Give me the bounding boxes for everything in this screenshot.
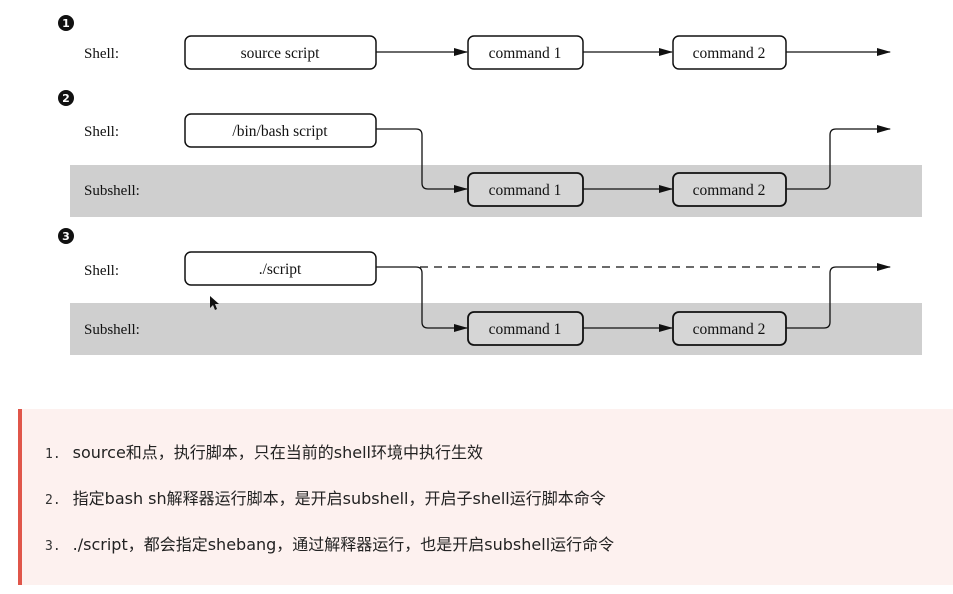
subshell-label: Subshell: bbox=[84, 183, 140, 199]
flow-arrow bbox=[786, 263, 891, 329]
mouse-cursor-icon bbox=[210, 296, 219, 310]
note-text: ./script，都会指定shebang，通过解释器运行，也是开启subshel… bbox=[72, 535, 615, 554]
command-box-label: command 2 bbox=[693, 182, 766, 199]
shell-label: Shell: bbox=[84, 263, 119, 279]
svg-text:1: 1 bbox=[62, 17, 70, 30]
note-item: 1. source和点，执行脚本，只在当前的shell环境中执行生效 bbox=[45, 439, 483, 463]
note-number: 2. bbox=[45, 493, 61, 508]
command-box-label: command 2 bbox=[693, 321, 766, 338]
svg-text:3: 3 bbox=[62, 230, 70, 243]
shell-execution-diagram: 1 Shell: source script command 1 command… bbox=[58, 15, 922, 355]
note-text: source和点，执行脚本，只在当前的shell环境中执行生效 bbox=[72, 443, 484, 462]
command-box-label: command 1 bbox=[489, 321, 562, 338]
shell-label: Shell: bbox=[84, 46, 119, 62]
script-box bbox=[184, 251, 377, 286]
scenario-number-badge: 2 bbox=[58, 90, 74, 106]
note-number: 1. bbox=[45, 447, 61, 462]
note-text: 指定bash sh解释器运行脚本，是开启subshell，开启子shell运行脚… bbox=[72, 489, 606, 508]
flow-arrow bbox=[376, 266, 468, 332]
command-box-label: command 2 bbox=[693, 45, 766, 62]
subshell-label: Subshell: bbox=[84, 322, 140, 338]
script-box-label: /bin/bash script bbox=[232, 123, 328, 140]
note-item: 3. ./script，都会指定shebang，通过解释器运行，也是开启subsh… bbox=[45, 531, 614, 555]
scenario-number-badge: 3 bbox=[58, 228, 74, 244]
note-item: 2. 指定bash sh解释器运行脚本，是开启subshell，开启子shell运… bbox=[45, 485, 606, 509]
command-box-label: command 1 bbox=[489, 182, 562, 199]
svg-text:2: 2 bbox=[62, 92, 70, 105]
flow-arrow bbox=[376, 128, 468, 193]
script-box bbox=[184, 113, 377, 148]
scenario-2: 2 Shell: Subshell: /bin/bash script comm… bbox=[58, 90, 891, 207]
script-box-label: ./script bbox=[259, 261, 302, 278]
scenario-3: 3 Shell: Subshell: ./script command 1 co… bbox=[58, 228, 891, 346]
note-number: 3. bbox=[45, 539, 61, 554]
scenario-1: 1 Shell: source script command 1 command… bbox=[58, 15, 891, 70]
shell-label: Shell: bbox=[84, 124, 119, 140]
notes-callout: 1. source和点，执行脚本，只在当前的shell环境中执行生效 2. 指定ba… bbox=[18, 409, 953, 585]
flow-arrow bbox=[786, 125, 891, 190]
script-box-label: source script bbox=[241, 45, 320, 62]
command-box-label: command 1 bbox=[489, 45, 562, 62]
scenario-number-badge: 1 bbox=[58, 15, 74, 31]
